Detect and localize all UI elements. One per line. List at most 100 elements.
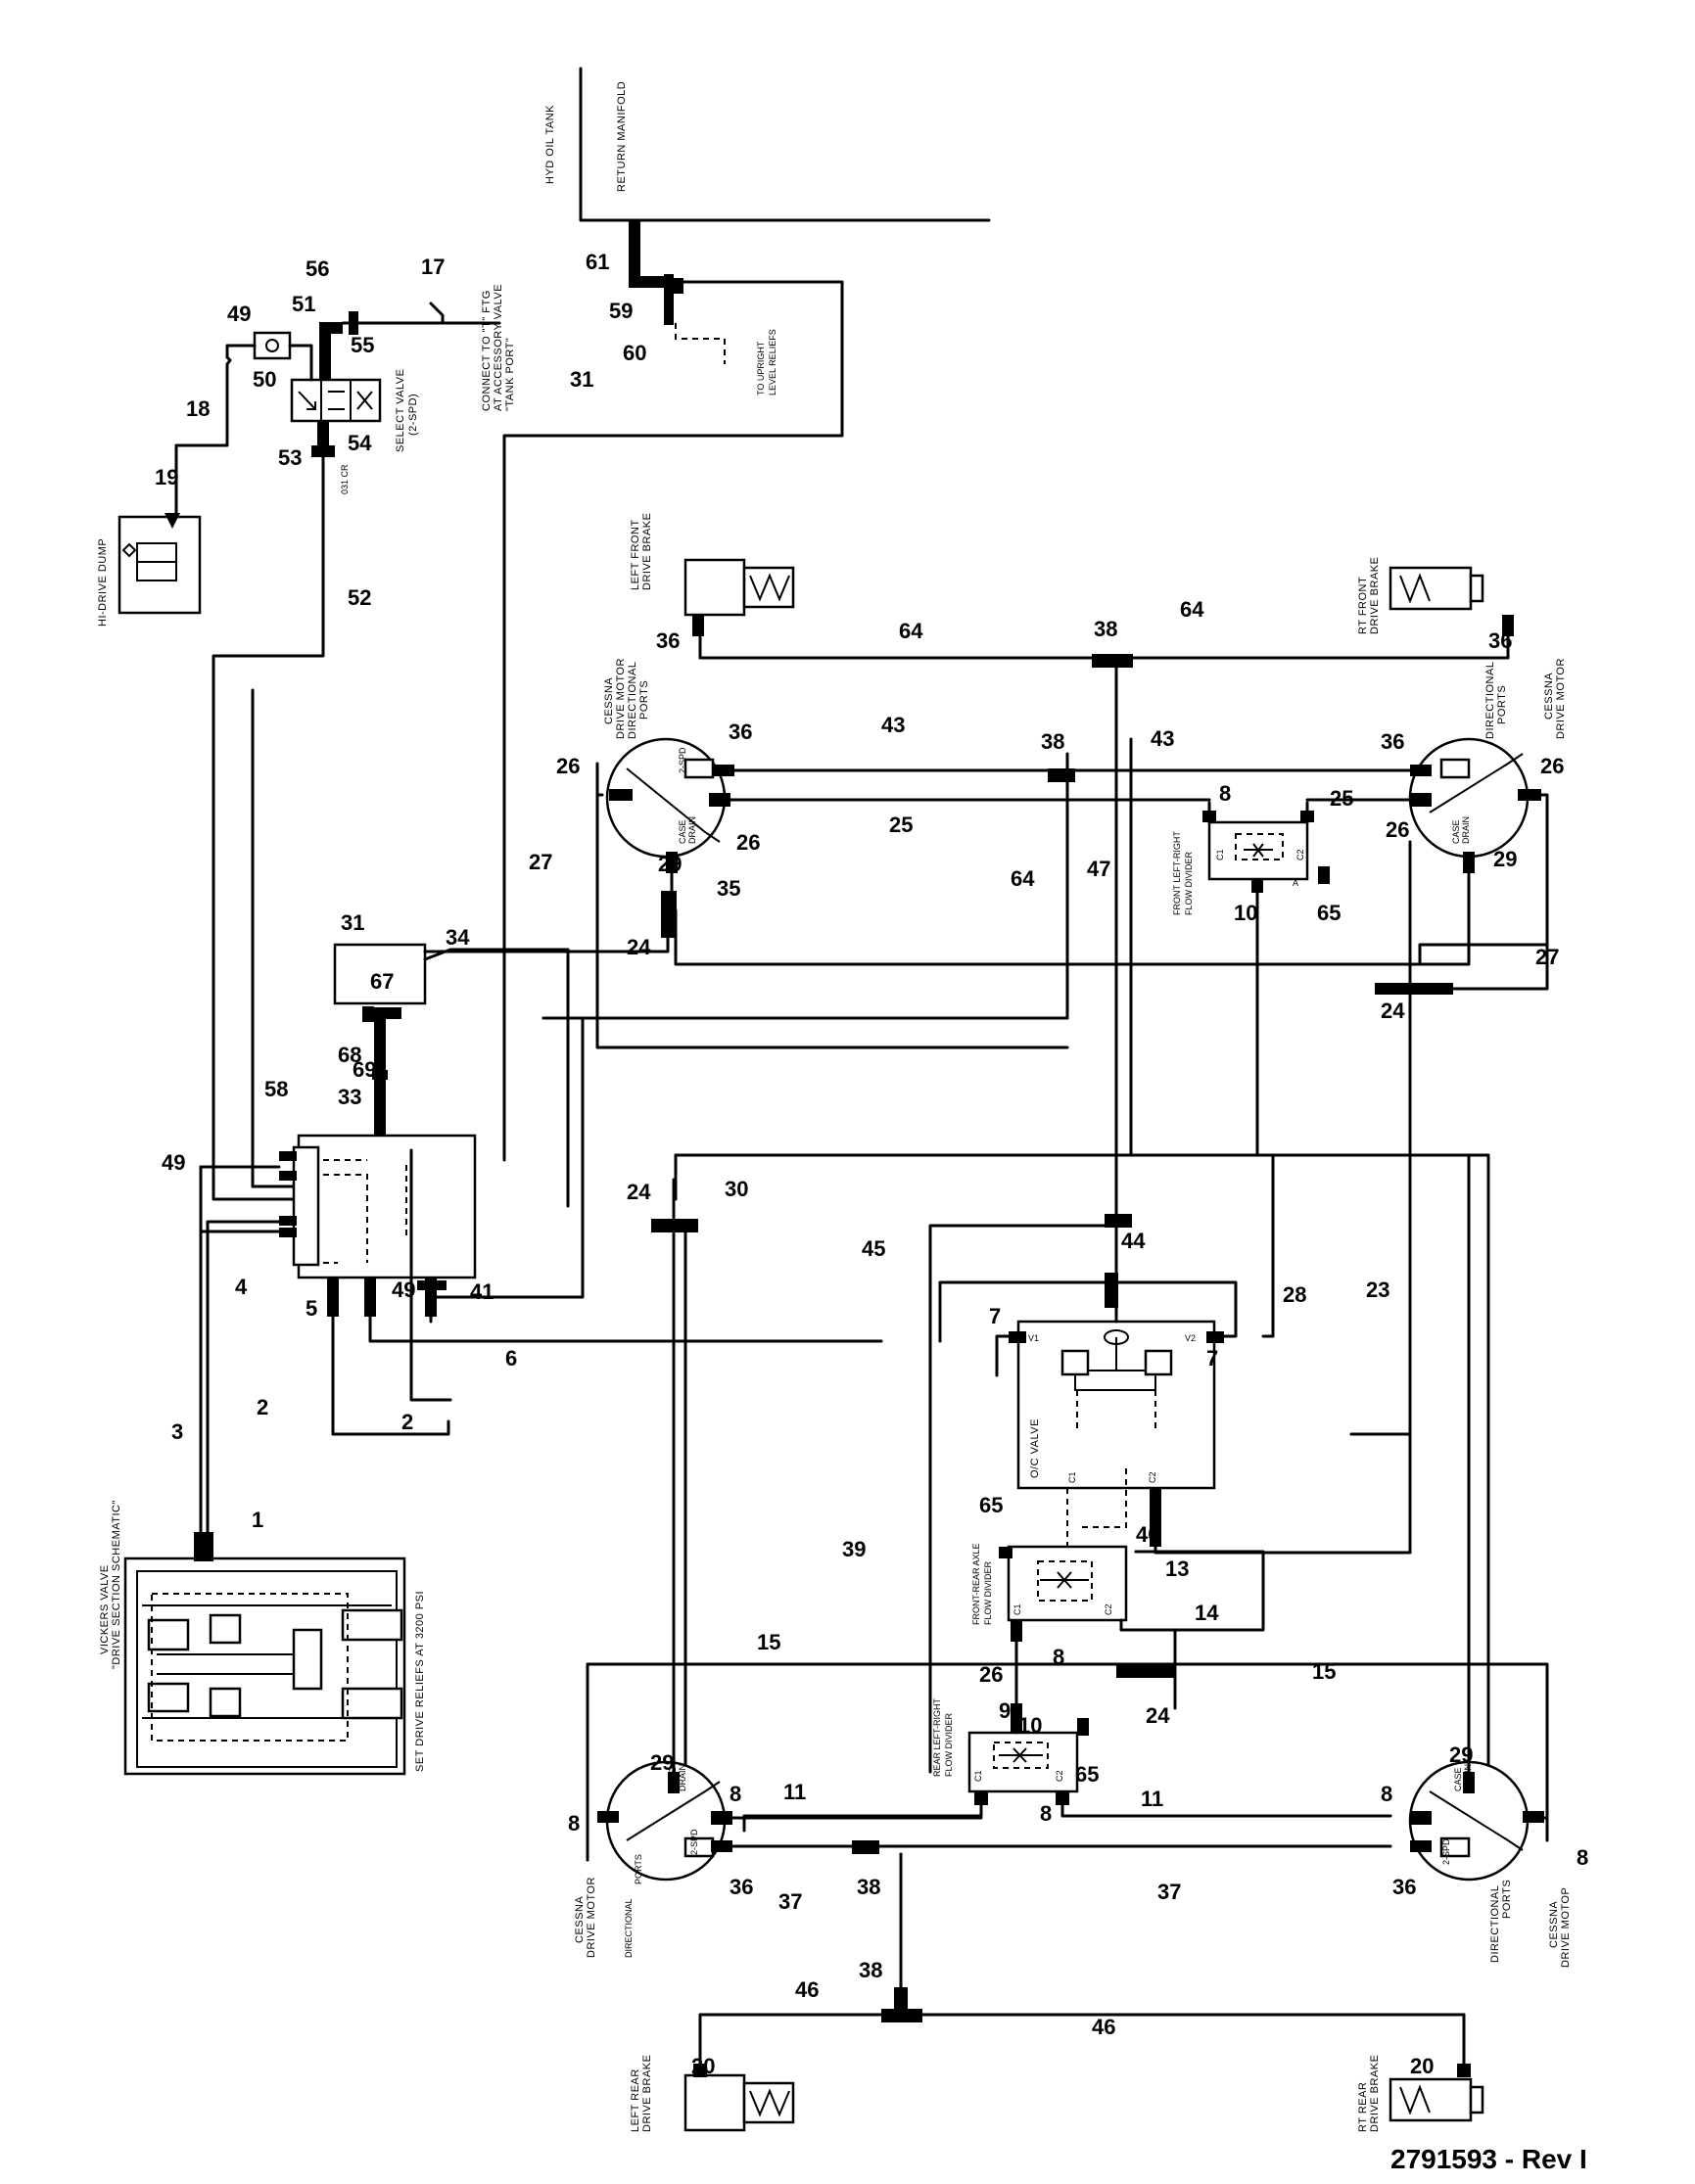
- callout: 39: [842, 1537, 866, 1561]
- callout: 34: [446, 925, 470, 950]
- callout: 15: [1312, 1659, 1336, 1684]
- svg-text:RT REAR: RT REAR: [1357, 2082, 1369, 2132]
- svg-text:PORTS: PORTS: [638, 680, 650, 720]
- callout: 64: [899, 619, 923, 643]
- svg-text:C1: C1: [1215, 849, 1225, 860]
- svg-text:FLOW DIVIDER: FLOW DIVIDER: [944, 1712, 954, 1777]
- callout: 26: [1540, 754, 1564, 778]
- callout: 10: [1018, 1713, 1042, 1738]
- svg-text:O/C VALVE: O/C VALVE: [1029, 1418, 1041, 1478]
- svg-text:C1: C1: [1012, 1603, 1022, 1615]
- callout: 56: [306, 256, 329, 281]
- left-rear-brake: LEFT REAR DRIVE BRAKE: [630, 2055, 795, 2132]
- svg-text:DRIVE MOTOR: DRIVE MOTOR: [615, 658, 627, 739]
- callout: 65: [979, 1493, 1003, 1517]
- svg-text:SELECT VALVE: SELECT VALVE: [395, 369, 406, 452]
- callout: 24: [1146, 1703, 1170, 1728]
- svg-text:C1: C1: [1067, 1471, 1077, 1483]
- svg-text:PORTS: PORTS: [634, 1854, 643, 1884]
- callout: 36: [1488, 628, 1512, 653]
- svg-text:DIRECTIONAL: DIRECTIONAL: [1484, 662, 1496, 739]
- svg-text:2-SPD: 2-SPD: [689, 1829, 699, 1855]
- callout: 35: [717, 876, 740, 901]
- callout: 27: [529, 850, 552, 874]
- callout: 29: [650, 1750, 674, 1775]
- callout: 67: [370, 969, 394, 994]
- callout: 64: [1011, 866, 1035, 891]
- svg-text:TO UPRIGHT: TO UPRIGHT: [756, 341, 766, 395]
- callout: 24: [627, 935, 651, 959]
- callout: 25: [1330, 786, 1353, 811]
- svg-text:C2: C2: [1295, 849, 1305, 860]
- svg-text:CESSNA: CESSNA: [1548, 1901, 1560, 1948]
- svg-text:CESSNA: CESSNA: [603, 677, 615, 724]
- svg-text:V1: V1: [1028, 1333, 1039, 1343]
- svg-text:C1: C1: [973, 1770, 983, 1782]
- callout: 7: [989, 1304, 1001, 1328]
- callout: 69: [353, 1057, 376, 1082]
- callout: 6: [505, 1346, 517, 1371]
- callout-numbers: 1 2 2 3 4 5 6 7 7 8 8 8 8 8 8 8 9 10 10 …: [155, 250, 1588, 2078]
- svg-text:CONNECT TO "T" FTG: CONNECT TO "T" FTG: [481, 290, 493, 411]
- svg-text:VICKERS VALVE: VICKERS VALVE: [99, 1564, 111, 1654]
- svg-text:DRIVE MOTOR: DRIVE MOTOR: [586, 1877, 597, 1958]
- callout: 37: [1157, 1880, 1181, 1904]
- rear-flow-divider: C1 C2 REAR LEFT-RIGHT FLOW DIVIDER: [932, 1697, 1079, 1793]
- callout: 38: [1094, 617, 1117, 641]
- callout: 49: [227, 302, 251, 326]
- vickers-valve-schematic: VICKERS VALVE "DRIVE SECTION SCHEMATIC" …: [99, 1500, 426, 1776]
- callout: 43: [881, 713, 905, 737]
- callout: 38: [1041, 729, 1064, 754]
- callout: 8: [1577, 1845, 1588, 1870]
- callout: 43: [1151, 726, 1174, 751]
- callout: 46: [795, 1977, 819, 2002]
- callout: 65: [1317, 901, 1341, 925]
- callout: 36: [1381, 729, 1404, 754]
- callout: 28: [1283, 1282, 1306, 1307]
- document-number: 2791593 - Rev I: [1390, 2144, 1587, 2174]
- callout: 31: [570, 367, 593, 392]
- callout: 7: [1206, 1346, 1218, 1371]
- oc-valve: V1 V2 C1 C2 O/C VALVE: [1016, 1320, 1216, 1490]
- svg-text:DIRECTIONAL: DIRECTIONAL: [624, 1898, 634, 1958]
- svg-text:CASE: CASE: [678, 819, 687, 844]
- svg-text:C2: C2: [1055, 1770, 1064, 1782]
- callout: 20: [1410, 2054, 1434, 2078]
- svg-text:2-SPD: 2-SPD: [1441, 1838, 1451, 1865]
- svg-text:LEFT FRONT: LEFT FRONT: [630, 519, 641, 590]
- callout: 68: [338, 1043, 361, 1067]
- callout: 8: [568, 1811, 580, 1835]
- svg-text:A: A: [1293, 878, 1298, 888]
- front-left-drive-motor: 2-SPD CASE DRAIN CESSNA DRIVE MOTOR DIRE…: [603, 658, 727, 859]
- svg-text:C2: C2: [1104, 1603, 1113, 1615]
- svg-text:SET DRIVE RELIEFS AT 3200 PSI: SET DRIVE RELIEFS AT 3200 PSI: [414, 1591, 426, 1772]
- callout: 59: [609, 299, 633, 323]
- callout: 36: [729, 720, 752, 744]
- svg-text:"DRIVE SECTION SCHEMATIC": "DRIVE SECTION SCHEMATIC": [111, 1500, 122, 1669]
- callout: 61: [586, 250, 609, 274]
- callout: 50: [253, 367, 276, 392]
- callout: 33: [338, 1085, 361, 1109]
- callout: 54: [348, 431, 372, 455]
- callout: 36: [1392, 1875, 1416, 1899]
- callout: 17: [421, 255, 445, 279]
- callout: 2: [401, 1410, 413, 1434]
- select-valve: SELECT VALVE (2-SPD): [290, 369, 419, 452]
- callout: 11: [783, 1780, 806, 1804]
- svg-text:DRAIN: DRAIN: [1461, 816, 1471, 844]
- svg-text:FLOW DIVIDER: FLOW DIVIDER: [1184, 851, 1194, 915]
- callout: 5: [306, 1296, 317, 1321]
- callout: 37: [778, 1889, 802, 1914]
- callout: 36: [730, 1875, 753, 1899]
- callout: 27: [1535, 945, 1559, 969]
- svg-text:LEFT REAR: LEFT REAR: [630, 2068, 641, 2132]
- callout: 1: [252, 1508, 263, 1532]
- callout: 31: [341, 910, 364, 935]
- svg-text:FRONT LEFT-RIGHT: FRONT LEFT-RIGHT: [1172, 831, 1182, 915]
- callout: 55: [351, 333, 374, 357]
- front-right-drive-motor: CASE DRAIN DIRECTIONAL PORTS CESSNA DRIV…: [1408, 658, 1567, 859]
- hyd-oil-tank: HYD OIL TANK RETURN MANIFOLD: [544, 67, 991, 222]
- callout: 26: [1386, 817, 1409, 842]
- callout: 23: [1366, 1278, 1389, 1302]
